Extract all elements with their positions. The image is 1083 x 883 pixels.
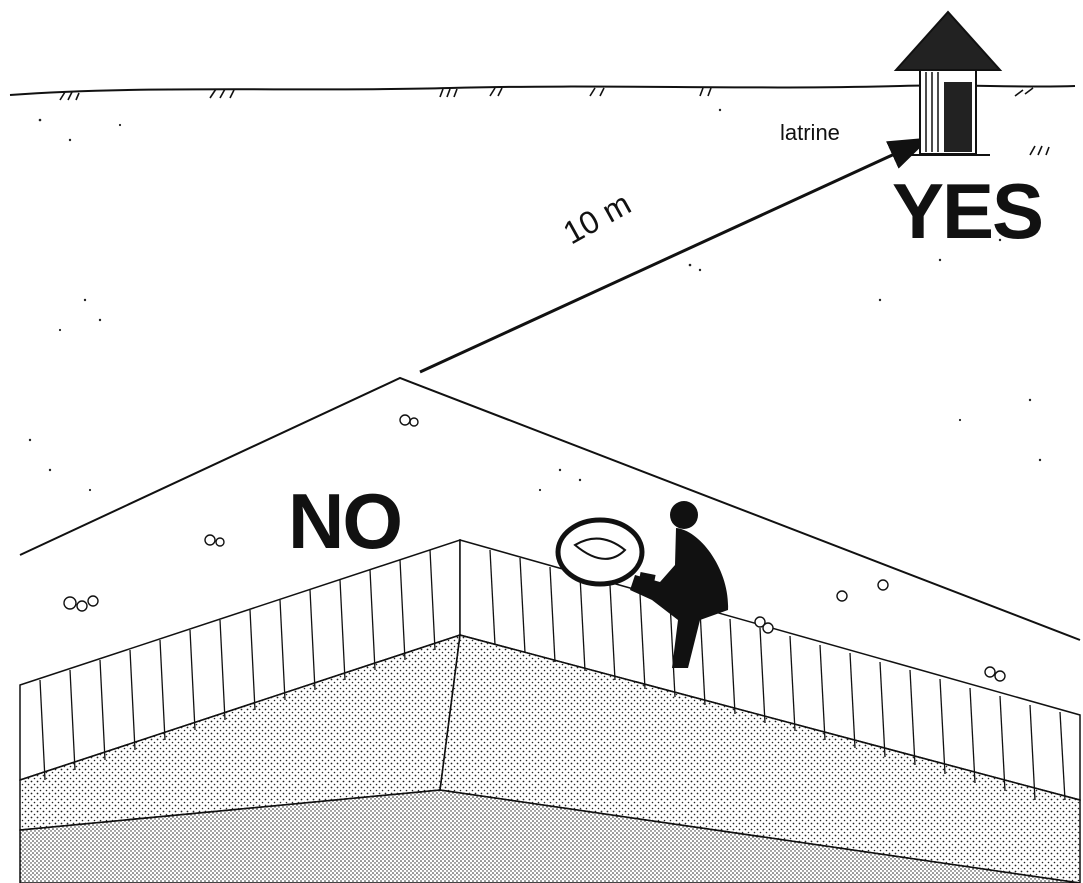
yes-label: YES bbox=[892, 172, 1042, 250]
horizon-line bbox=[10, 85, 1075, 95]
latrine-hut-icon bbox=[896, 12, 1000, 155]
no-label: NO bbox=[288, 482, 401, 560]
ground-specks bbox=[29, 109, 1041, 491]
arrow-icon bbox=[420, 140, 925, 372]
latrine-label: latrine bbox=[780, 120, 840, 146]
grass-tufts bbox=[60, 88, 1049, 155]
